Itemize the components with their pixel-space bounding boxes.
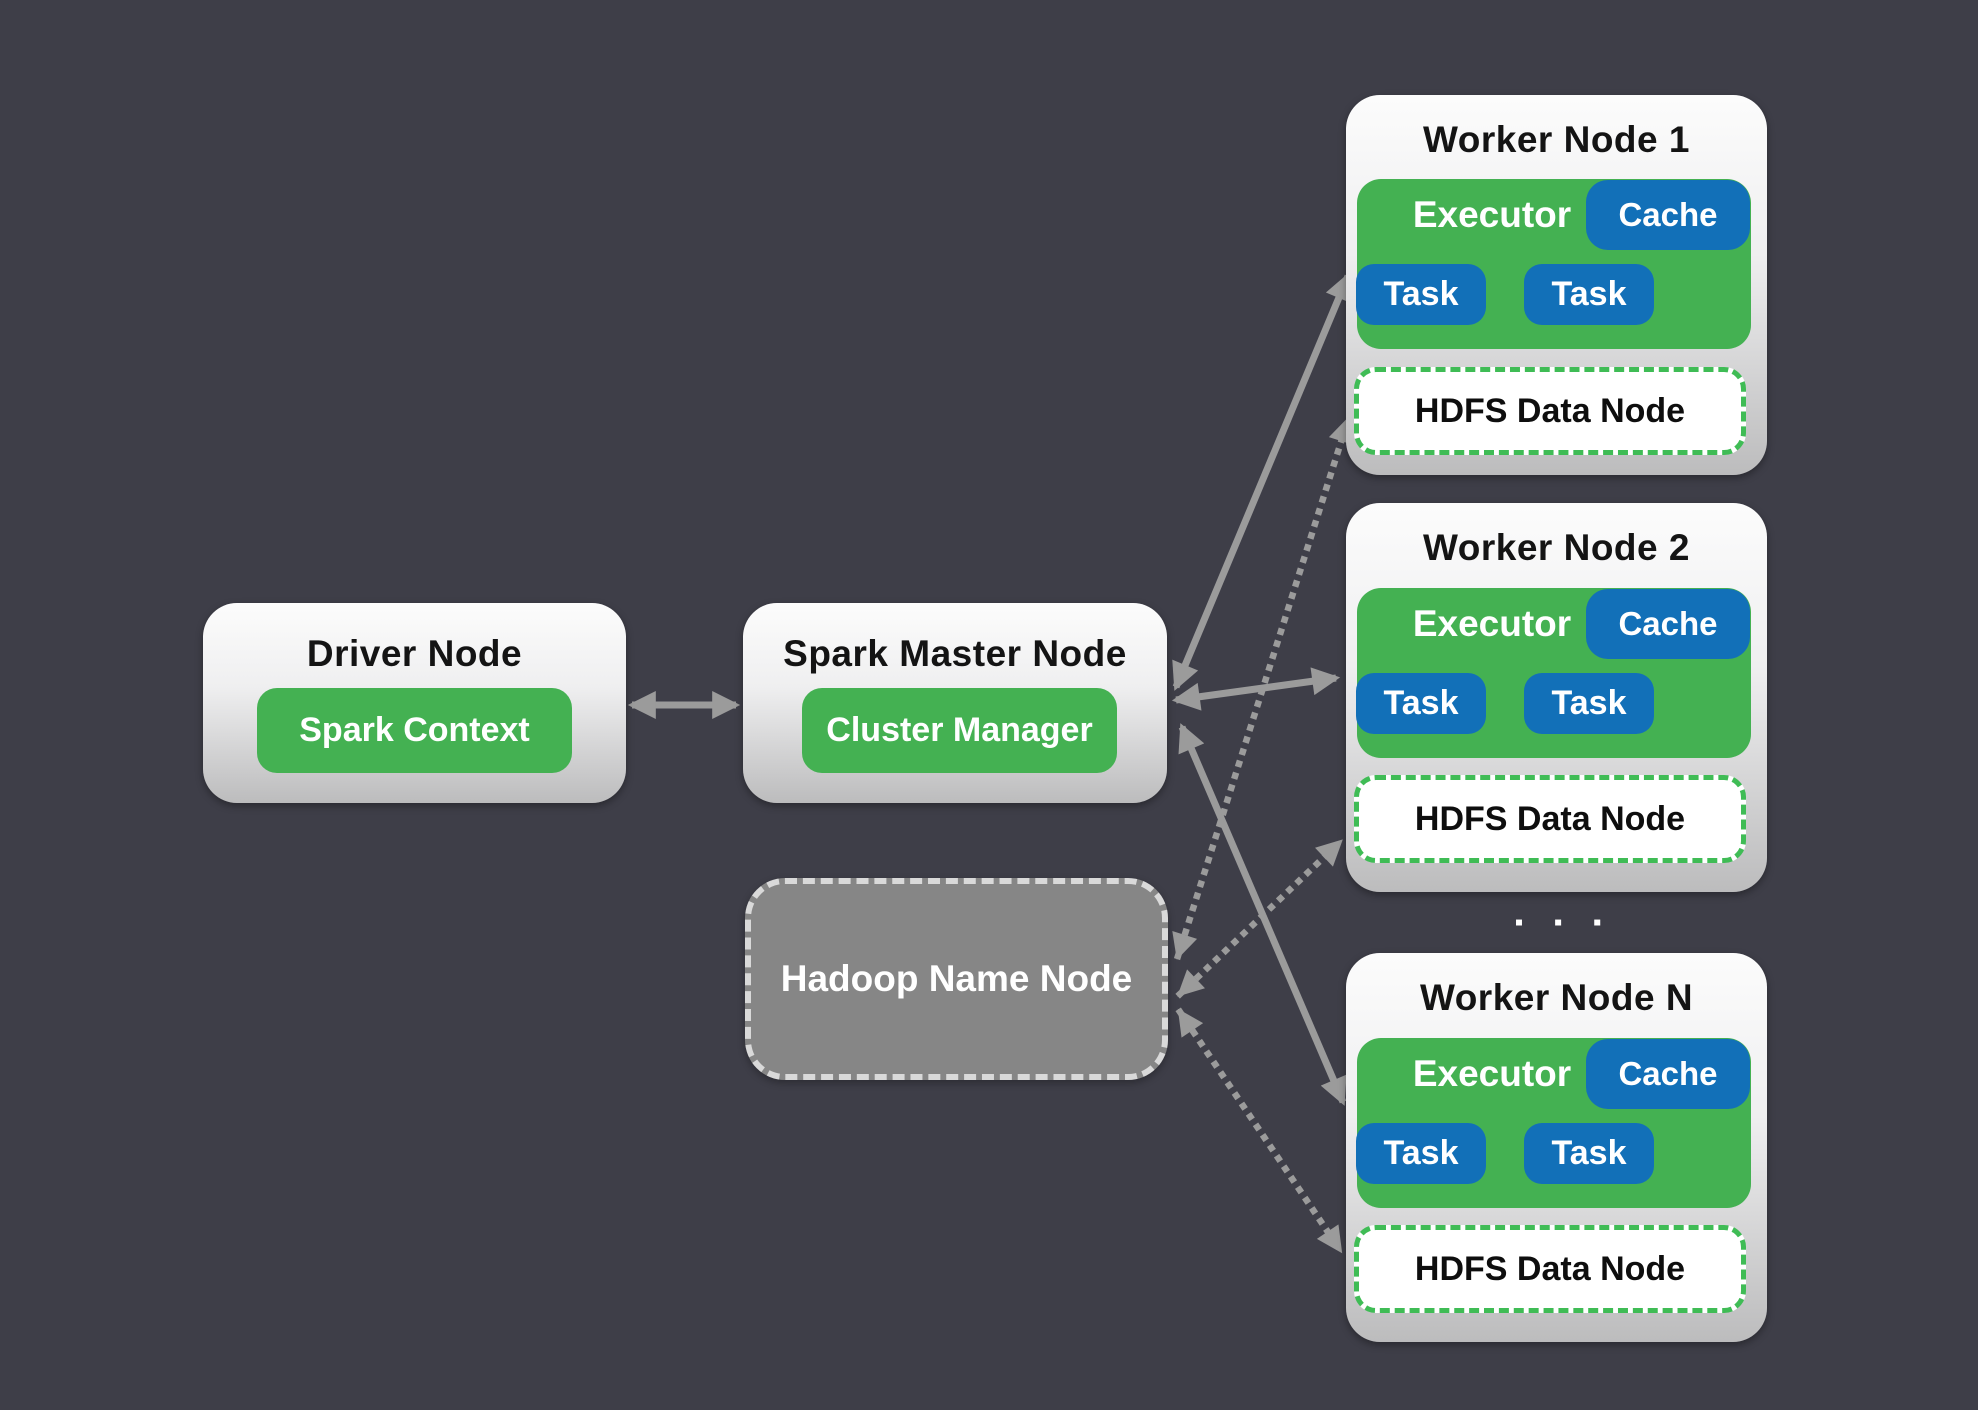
hdfs-data-node-box: HDFS Data Node	[1354, 775, 1746, 863]
dotted-arrow-hadoop-hdfs2	[1175, 837, 1345, 999]
driver-node-card: Driver Node Spark Context	[203, 603, 626, 803]
cache-box: Cache	[1586, 180, 1750, 250]
worker-node-1-card: Worker Node 1 Executor Cache Task Task H…	[1346, 95, 1767, 475]
worker-node-title: Worker Node N	[1419, 977, 1694, 1018]
hdfs-data-node-box: HDFS Data Node	[1354, 1225, 1746, 1313]
worker-node-title: Worker Node 2	[1423, 527, 1690, 568]
task-box: Task	[1356, 1123, 1486, 1184]
executor-label: Executor	[1412, 1053, 1572, 1094]
task-box: Task	[1356, 264, 1486, 325]
cache-box: Cache	[1586, 589, 1750, 659]
master-node-card: Spark Master Node Cluster Manager	[743, 603, 1167, 803]
hadoop-name-node-card: Hadoop Name Node	[745, 878, 1168, 1080]
master-node-title: Spark Master Node	[783, 633, 1127, 674]
dotted-arrow-hadoop-hdfs1	[1172, 415, 1354, 961]
worker-node-n-card: Worker Node N Executor Cache Task Task H…	[1346, 953, 1767, 1342]
arrow-master-worker2	[1171, 667, 1341, 711]
workers-ellipsis: ▪ ▪ ▪	[1514, 909, 1614, 936]
executor-box: Executor Cache Task Task	[1356, 588, 1751, 758]
driver-node-title: Driver Node	[306, 633, 523, 674]
cluster-manager-chip: Cluster Manager	[802, 688, 1117, 773]
task-box: Task	[1356, 673, 1486, 734]
arrow-master-workerN	[1178, 723, 1347, 1106]
executor-label: Executor	[1412, 603, 1572, 644]
worker-node-title: Worker Node 1	[1423, 119, 1690, 160]
dotted-arrow-hadoop-hdfsN	[1175, 1007, 1345, 1255]
executor-label: Executor	[1412, 194, 1572, 235]
worker-node-2-card: Worker Node 2 Executor Cache Task Task H…	[1346, 503, 1767, 892]
executor-box: Executor Cache Task Task	[1356, 179, 1751, 349]
spark-context-chip: Spark Context	[257, 688, 572, 773]
hadoop-name-node-title: Hadoop Name Node	[780, 958, 1133, 999]
arrow-master-worker1	[1172, 272, 1352, 691]
executor-box: Executor Cache Task Task	[1356, 1038, 1751, 1208]
task-box: Task	[1524, 1123, 1654, 1184]
hdfs-data-node-box: HDFS Data Node	[1354, 367, 1746, 455]
task-box: Task	[1524, 264, 1654, 325]
task-box: Task	[1524, 673, 1654, 734]
cache-box: Cache	[1586, 1039, 1750, 1109]
